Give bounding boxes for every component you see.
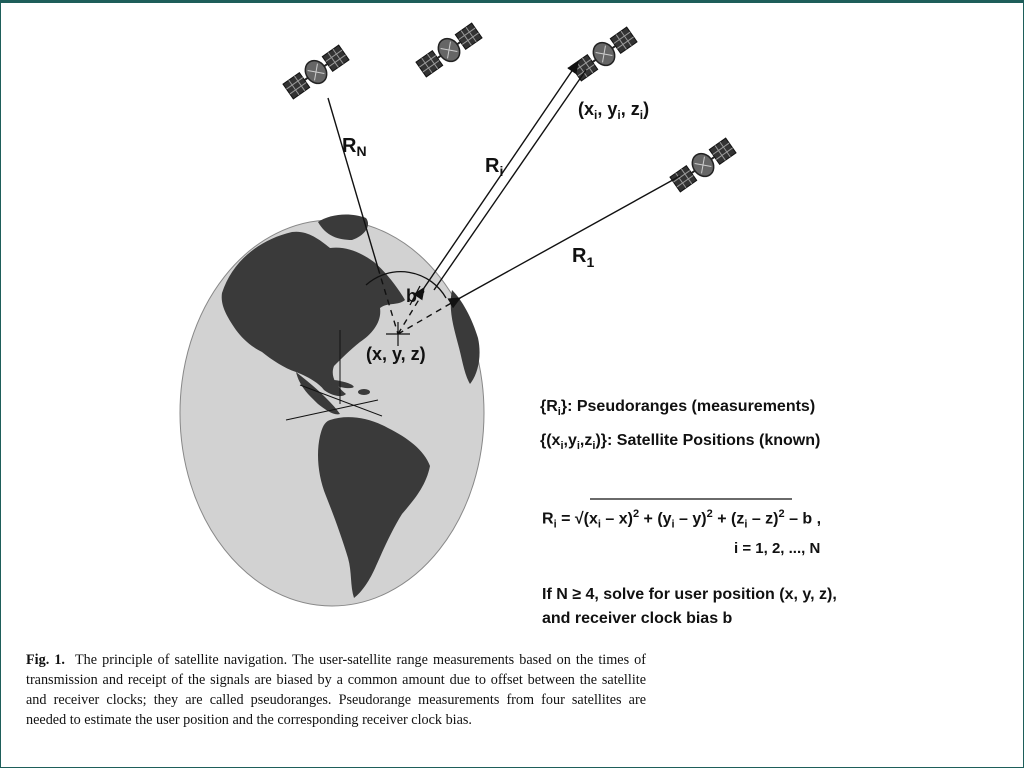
range-line-1 (447, 175, 681, 309)
equator-line-a (285, 399, 379, 421)
solve-line-2: and receiver clock bias b (542, 610, 733, 627)
satellite-top (413, 19, 485, 81)
solve-line-1: If N ≥ 4, solve for user position (x, y,… (542, 586, 837, 603)
bias-tick (409, 285, 421, 306)
range-line-i-b (433, 69, 587, 291)
label-r-i: Ri (485, 155, 503, 179)
label-r-n: RN (342, 135, 367, 159)
greenland (318, 214, 369, 240)
satellite-n (280, 41, 352, 103)
equator-line-b (299, 384, 383, 417)
range-line-i-a (413, 60, 579, 301)
label-r-1: R1 (572, 245, 594, 270)
range-line-n-dashed (377, 267, 399, 335)
europe-africa-edge (450, 290, 480, 384)
equation-index-range: i = 1, 2, ..., N (734, 540, 821, 557)
slide-top-bar (0, 0, 1024, 3)
satellite-1 (667, 134, 739, 196)
label-satellite-position: (xi, yi, zi) (578, 99, 649, 122)
label-user-position: (x, y, z) (366, 344, 426, 364)
clock-bias-arc (365, 271, 447, 299)
range-equation: Ri = √(xi – x)2 + (yi – y)2 + (zi – z)2 … (542, 508, 822, 531)
legend-pseudoranges: {Ri}: Pseudoranges (measurements) (540, 398, 816, 419)
range-line-i-dashed (397, 287, 427, 335)
label-b: b (406, 286, 417, 306)
legend-satellite-positions: {(xi,yi,zi)}: Satellite Positions (known… (540, 432, 821, 453)
range-line-1-dashed (397, 297, 461, 335)
hispaniola (358, 389, 370, 395)
central-america (296, 372, 340, 415)
north-america (221, 231, 405, 397)
figure-caption: Fig. 1.The principle of satellite naviga… (26, 650, 646, 730)
figure-caption-label: Fig. 1. (26, 652, 65, 668)
south-america (318, 417, 430, 598)
range-line-n (327, 97, 379, 269)
satellite-i (568, 23, 640, 85)
figure-caption-text: The principle of satellite navigation. T… (26, 652, 646, 728)
